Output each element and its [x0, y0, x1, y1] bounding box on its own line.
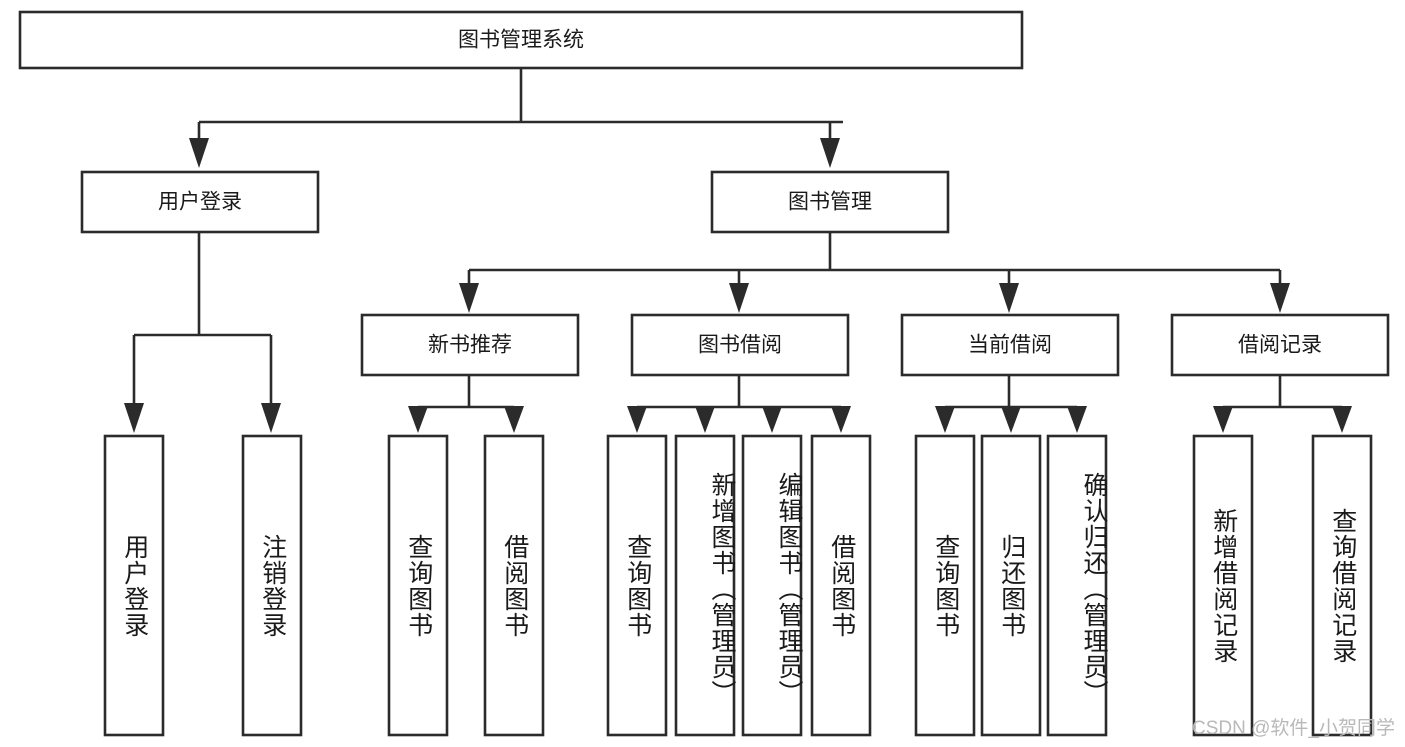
connector-user-login-to-leaves [124, 232, 281, 433]
node-book-manage-box[interactable] [710, 170, 950, 234]
node-leaf-query-book-2-box[interactable] [606, 434, 668, 737]
node-current-borrow-box[interactable] [900, 313, 1120, 377]
node-leaf-logout-login-box[interactable] [241, 434, 303, 737]
node-root-box[interactable] [18, 10, 1024, 70]
node-user-login-box[interactable] [80, 170, 320, 234]
node-book-borrow-box[interactable] [630, 313, 850, 377]
arrow-head-book-borrow [729, 283, 749, 313]
arrow-head-borrow-record [1270, 283, 1290, 313]
arrow-head-leaf-query-book-3 [935, 406, 955, 433]
node-leaf-borrow-book-2-box[interactable] [810, 434, 872, 737]
arrow-head-leaf-borrow-book-2 [831, 406, 851, 433]
node-borrow-record-label: 借阅记录 [1238, 334, 1322, 357]
node-borrow-record-box[interactable] [1170, 313, 1390, 377]
node-current-borrow-label: 当前借阅 [968, 334, 1052, 357]
arrow-head-user-login [189, 138, 209, 168]
arrow-head-leaf-borrow-book-1 [504, 406, 524, 433]
node-leaf-add-book-box[interactable] [674, 434, 736, 737]
node-leaf-borrow-book-1-box[interactable] [483, 434, 545, 737]
node-root-label: 图书管理系统 [458, 29, 584, 52]
node-leaf-user-login-box[interactable] [103, 434, 165, 737]
arrow-head-leaf-add-record [1213, 406, 1233, 433]
node-leaf-edit-book-box[interactable] [741, 434, 803, 737]
arrow-head-leaf-add-book [695, 406, 715, 433]
node-user-login-label: 用户登录 [158, 191, 242, 214]
arrow-head-leaf-query-book-1 [408, 406, 428, 433]
connector-root-to-level2 [189, 68, 843, 168]
arrow-head-current-borrow [999, 283, 1019, 313]
node-root[interactable]: 图书管理系统 [18, 10, 1024, 70]
connector-book-manage-to-level3 [459, 232, 1290, 313]
node-user-login[interactable]: 用户登录 [80, 170, 320, 234]
arrow-head-leaf-user-login [124, 403, 144, 433]
connector-borrow-record-to-leaves [1213, 375, 1352, 433]
node-book-borrow[interactable]: 图书借阅 [630, 313, 850, 377]
watermark-text: CSDN @软件_小贺同学 [1192, 718, 1395, 739]
node-leaf-return-book-box[interactable] [980, 434, 1042, 737]
arrow-head-leaf-edit-book [762, 406, 782, 433]
node-leaf-confirm-return-box[interactable] [1046, 434, 1108, 737]
node-borrow-record[interactable]: 借阅记录 [1170, 313, 1390, 377]
node-leaf-query-record-box[interactable] [1311, 434, 1373, 737]
arrow-head-leaf-return-book [1001, 406, 1021, 433]
arrow-head-leaf-logout-login [261, 403, 281, 433]
node-new-book-recommend[interactable]: 新书推荐 [360, 313, 580, 377]
arrow-head-leaf-query-record [1332, 406, 1352, 433]
node-book-borrow-label: 图书借阅 [698, 334, 782, 357]
node-book-manage-label: 图书管理 [788, 191, 872, 214]
arrow-head-leaf-query-book-2 [627, 406, 647, 433]
connector-current-borrow-to-leaves [935, 375, 1087, 433]
node-book-manage[interactable]: 图书管理 [710, 170, 950, 234]
arrow-head-new-book-recommend [459, 283, 479, 313]
arrow-head-leaf-confirm-return [1067, 406, 1087, 433]
node-leaf-query-book-3-box[interactable] [914, 434, 976, 737]
arrow-head-book-manage [820, 138, 840, 168]
node-current-borrow[interactable]: 当前借阅 [900, 313, 1120, 377]
node-new-book-recommend-box[interactable] [360, 313, 580, 377]
node-new-book-recommend-label: 新书推荐 [428, 334, 512, 357]
connector-new-book-to-leaves [408, 375, 524, 433]
node-leaf-add-record-box[interactable] [1192, 434, 1254, 737]
connector-book-borrow-to-leaves [627, 375, 851, 433]
node-leaf-query-book-1-box[interactable] [387, 434, 449, 737]
